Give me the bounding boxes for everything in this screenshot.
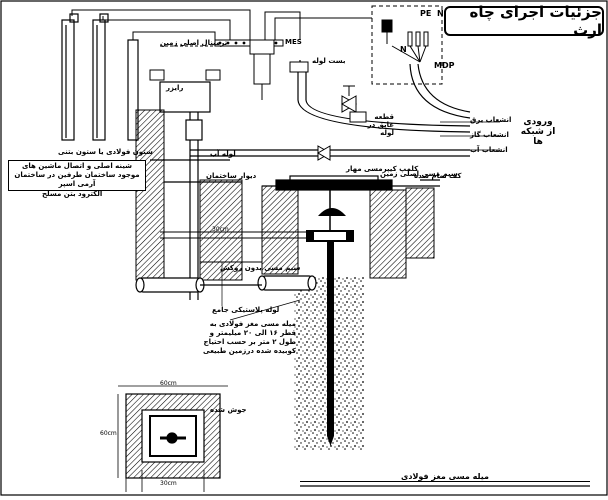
gas-valve: [340, 85, 358, 113]
steel-columns: [61, 13, 139, 141]
earth-conductor: [160, 231, 306, 263]
incoming-label: ورودی از شبکه ها: [520, 117, 556, 147]
dim-inner: 30cm: [160, 480, 177, 487]
pe-label: PE: [420, 9, 432, 18]
main-ground-label: سیم مسی اصلی زمین: [380, 170, 458, 178]
mdp-panel: [360, 5, 443, 85]
main-terminal-label: ترمینال اصلی زمین: [160, 39, 228, 47]
bond-clamp-label: بست لوله: [312, 57, 346, 65]
steel-column-label: ستون فولادی یا ستون بتنی: [58, 148, 153, 156]
soil-label: کف تمام شده: [414, 172, 462, 180]
foundation-wall-center: [199, 179, 243, 281]
leader-lines: [221, 121, 500, 321]
incoming-pipes: [190, 60, 471, 157]
gas-branch-label: انشعاب گاز: [470, 131, 509, 139]
n-terminal-label: N: [400, 45, 407, 54]
elec-branch-label: انشعاب برق: [470, 116, 512, 124]
riser: [150, 81, 230, 300]
foundation-wall-left: [135, 109, 165, 281]
pipe-clamp: [149, 39, 367, 123]
pit-wall-right: [369, 189, 407, 279]
wall-label: دیوار ساختمان: [206, 172, 257, 180]
dim-top: 60cm: [160, 380, 177, 387]
bonding-wires: [71, 9, 360, 42]
dim-side: 60cm: [100, 430, 117, 437]
clamp-label: کلمپ کیپرمسی مهار: [346, 165, 419, 173]
copper-wire-label: سیم مسی بدون روکش: [220, 264, 301, 272]
rod-clamp: [306, 190, 354, 242]
rod-note: میله مسی مغز فولادی به قطر ۱۶ الی ۲۰ میل…: [203, 320, 296, 355]
plan-view: [117, 385, 228, 492]
electrode-note: الکترود بتن مسلح: [42, 190, 103, 198]
water-pipe-label: لوله آب: [210, 150, 236, 158]
bottom-title: میله مسی مغز فولادی: [300, 472, 590, 482]
plastic-conduits: [135, 275, 317, 293]
riser-label: رایزر: [166, 84, 184, 92]
n-label: N: [437, 9, 444, 18]
insulating-joint-label: قطعه عایق در لوله: [367, 113, 394, 137]
mes-label: MES: [285, 38, 302, 46]
ground-soil-right: [405, 187, 435, 259]
page-title: جزئیات اجرای چاه ارث: [444, 3, 604, 39]
pit-cover: [275, 175, 393, 191]
plastic-pipe-label: لوله پلاستیکی جامع: [212, 306, 280, 314]
water-valve: [317, 145, 331, 161]
mdp-label: MDP: [434, 61, 455, 70]
copper-rod: [327, 240, 334, 436]
welded-label: جوش شده: [210, 406, 247, 414]
foundation-note: شینه اصلی و اتصال ماشین های موجود ساختما…: [8, 160, 146, 191]
pit-wall-left: [261, 185, 299, 275]
water-branch-label: انشعاب آب: [470, 146, 508, 154]
dim-depth: 30cm: [212, 226, 229, 233]
